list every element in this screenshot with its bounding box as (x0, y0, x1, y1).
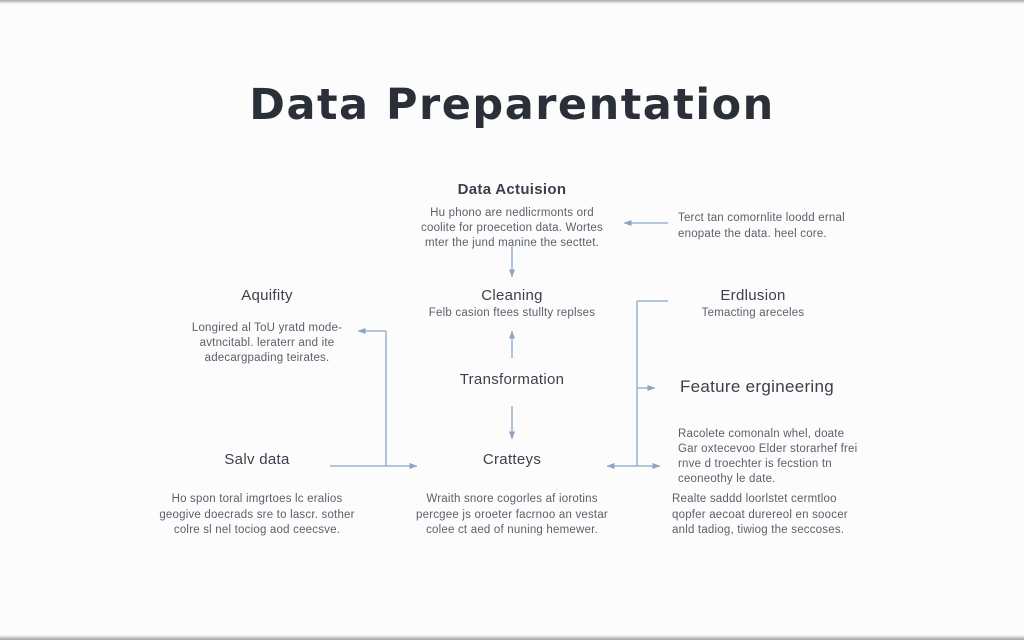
note-bottom-center: Wraith snore cogorles af iorotins percge… (416, 493, 608, 536)
node-body-aquility: Longired al ToU yratd mode- avtncitabl. … (191, 322, 343, 364)
node-label-erdlusion: Erdlusion (720, 287, 786, 304)
note-bottom-right: Realte saddd loorlstet cermtloo qopfer a… (672, 493, 848, 536)
note-top-right: Terct tan comornlite loodd ernal enopate… (678, 212, 845, 240)
note-right: Racolete comonaln whel, doate Gar oxtece… (678, 428, 858, 485)
node-label-salv-data: Salv data (224, 451, 290, 468)
node-body-cleaning: Felb casion ftees stullty replses (428, 307, 596, 319)
node-body-data-acquisition: Hu phono are nedlicrmonts ord coolite fo… (421, 207, 603, 249)
node-label-transformation: Transformation (459, 371, 565, 388)
node-body-erdlusion: Temacting areceles (701, 307, 805, 319)
node-label-aquility: Aquifity (241, 287, 293, 304)
page-title: Data Preparentation (249, 80, 775, 130)
node-label-data-acquisition: Data Actuision (457, 181, 567, 198)
node-label-feature-engineering: Feature ergineering (679, 377, 835, 396)
node-label-cratteys: Cratteys (482, 451, 542, 468)
node-label-cleaning: Cleaning (481, 287, 543, 304)
note-bottom-left: Ho spon toral imgrtoes lc eralios geogiv… (159, 493, 355, 536)
